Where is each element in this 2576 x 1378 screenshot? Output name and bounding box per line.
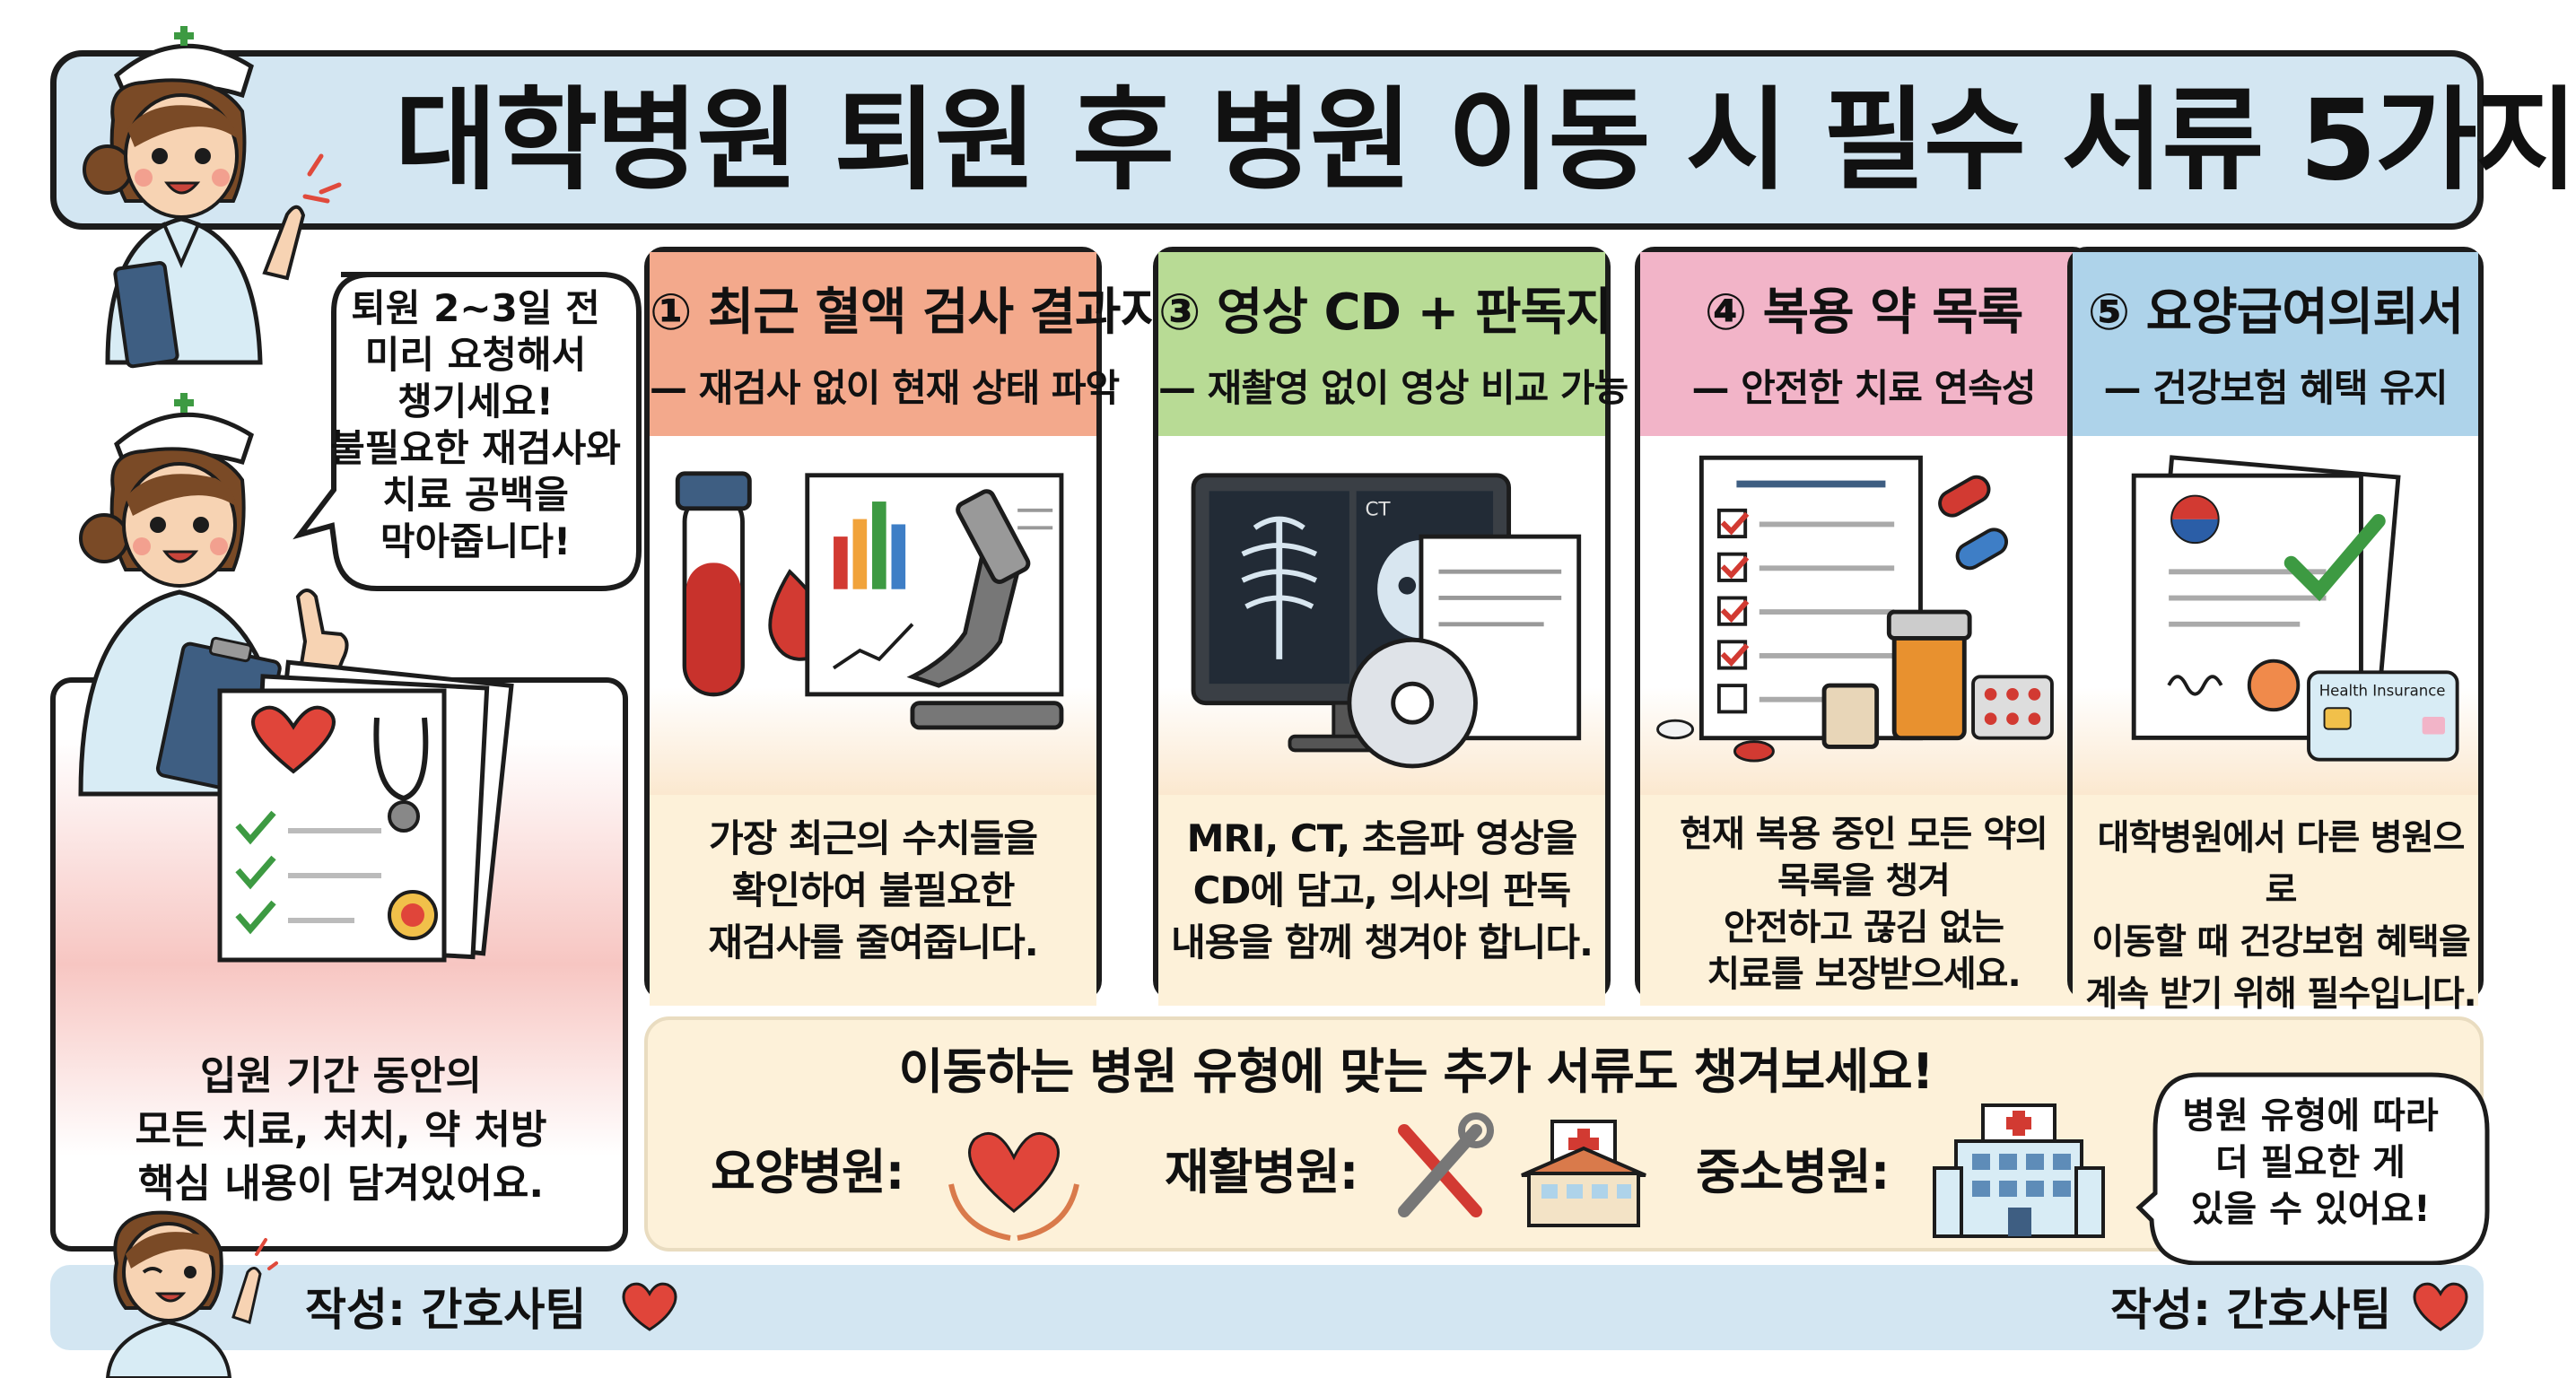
card-subtitle: — 안전한 치료 연속성: [1691, 366, 2037, 410]
hospital-type-small: 중소병원:: [1696, 1144, 1890, 1200]
document-card-imaging-cd: ③ 영상 CD + 판독지 — 재촬영 없이 영상 비교 가능 CT MRI, …: [1153, 247, 1629, 1006]
heart-hands-icon: [948, 1131, 1079, 1241]
author-label-right: 작성: 간호사팀: [2110, 1284, 2392, 1336]
card-description: 대학병원에서 다른 병원으로 이동할 때 건강보험 혜택을 계속 받기 위해 필…: [2085, 818, 2476, 1015]
card-title: ④ 복용 약 목록: [1704, 283, 2024, 342]
document-card-referral: ⑤ 요양급여의뢰서 — 건강보험 혜택 유지 Health Insurance …: [2067, 247, 2484, 1015]
left-panel-caption: 입원 기간 동안의 모든 치료, 처치, 약 처방 핵심 내용이 담겨있어요.: [135, 1053, 547, 1207]
bubble-secondary-text: 병원 유형에 따라 더 필요한 게 있을 수 있어요!: [2182, 1095, 2439, 1230]
card-description: 현재 복용 중인 모든 약의 목록을 챙겨 안전하고 끊김 없는 치료를 보장받…: [1680, 814, 2048, 995]
footer-bar: [50, 1265, 2484, 1350]
page-title: 대학병원 퇴원 후 병원 이동 시 필수 서류 5가지: [395, 76, 2576, 205]
card-description: MRI, CT, 초음파 영상을 CD에 담고, 의사의 판독 내용을 함께 챙…: [1171, 816, 1594, 964]
card-subtitle: — 재검사 없이 현재 상태 파악: [650, 366, 1120, 410]
blood-test-illustration: [650, 436, 1096, 795]
card-header: ⑤ 요양급여의뢰서 — 건강보험 혜택 유지: [2073, 252, 2478, 436]
card-header: ④ 복용 약 목록 — 안전한 치료 연속성: [1640, 252, 2087, 436]
insurance-card-label: Health Insurance: [2319, 683, 2446, 700]
title-banner: [50, 50, 2484, 230]
document-card-blood-test: ① 최근 혈액 검사 결과지 — 재검사 없이 현재 상태 파악 가장 최근의 …: [644, 247, 1166, 1006]
author-label-left: 작성: 간호사팀: [305, 1284, 587, 1336]
imaging-illustration: CT: [1158, 436, 1605, 795]
card-header: ③ 영상 CD + 판독지 — 재촬영 없이 영상 비교 가능: [1158, 252, 1629, 436]
card-body: 가장 최근의 수치들을 확인하여 불필요한 재검사를 줄여줍니다.: [650, 795, 1096, 1006]
document-card-medication-list: ④ 복용 약 목록 — 안전한 치료 연속성: [1635, 247, 2092, 1006]
heart-icon: [2413, 1282, 2468, 1331]
card-header: ① 최근 혈액 검사 결과지 — 재검사 없이 현재 상태 파악: [650, 252, 1166, 436]
card-body: 현재 복용 중인 모든 약의 목록을 챙겨 안전하고 끊김 없는 치료를 보장받…: [1640, 795, 2087, 1006]
ct-screen-label: CT: [1365, 499, 1391, 521]
card-body: MRI, CT, 초음파 영상을 CD에 담고, 의사의 판독 내용을 함께 챙…: [1158, 795, 1605, 1006]
nurse-pointing-illustration: [83, 26, 342, 369]
medical-record-illustration: [217, 659, 514, 963]
card-subtitle: — 건강보험 혜택 유지: [2103, 366, 2449, 410]
hospital-type-nursing: 요양병원:: [711, 1144, 904, 1200]
card-title: ⑤ 요양급여의뢰서: [2087, 283, 2465, 342]
card-title: ① 최근 혈액 검사 결과지: [650, 283, 1166, 342]
heart-icon: [622, 1282, 677, 1331]
extra-documents-title: 이동하는 병원 유형에 맞는 추가 서류도 챙겨보세요!: [898, 1043, 1934, 1100]
hospital-type-rehab: 재활병원:: [1165, 1144, 1358, 1200]
tools-icon: [1398, 1112, 1494, 1217]
speech-bubble-main: [293, 272, 642, 591]
hospital-building-small-icon: [1521, 1120, 1646, 1227]
card-title: ③ 영상 CD + 판독지: [1158, 283, 1612, 342]
card-subtitle: — 재촬영 없이 영상 비교 가능: [1158, 366, 1629, 410]
referral-illustration: Health Insurance: [2073, 436, 2478, 795]
card-description: 가장 최근의 수치들을 확인하여 불필요한 재검사를 줄여줍니다.: [708, 816, 1038, 964]
card-body: 대학병원에서 다른 병원으로 이동할 때 건강보험 혜택을 계속 받기 위해 필…: [2073, 795, 2478, 1015]
bubble-main-text: 퇴원 2~3일 전 미리 요청해서 챙기세요! 불필요한 재검사와 치료 공백을…: [330, 286, 621, 563]
nurse-winking-illustration: [105, 1210, 278, 1378]
hospital-building-large-icon: [1933, 1103, 2105, 1238]
medication-illustration: [1640, 436, 2087, 795]
speech-bubble-secondary: [2135, 1072, 2490, 1266]
